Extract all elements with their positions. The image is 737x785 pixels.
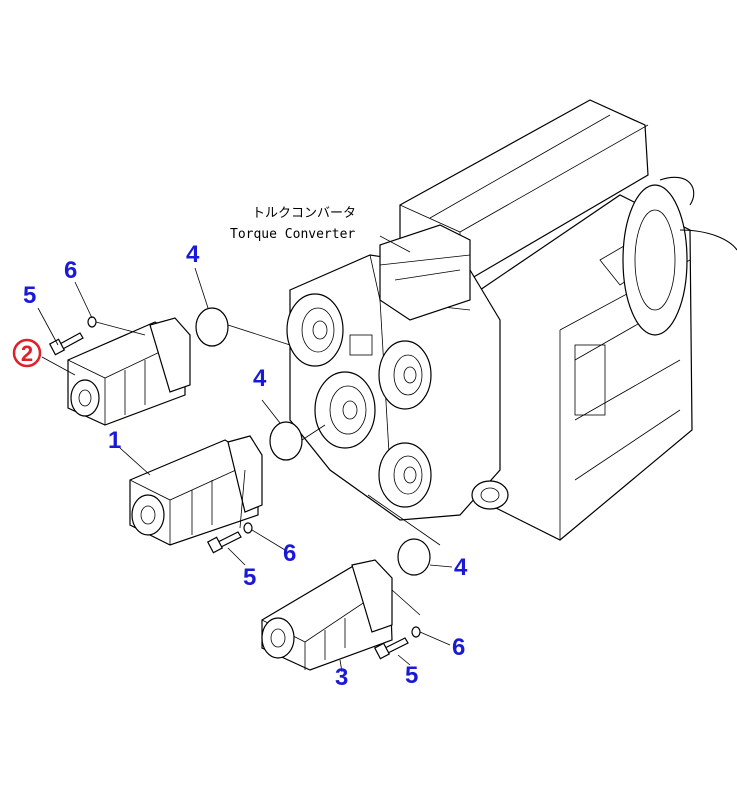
washer-6-bot — [411, 626, 421, 638]
callout-5-mid: 5 — [243, 564, 256, 591]
pump-mount-middle — [314, 371, 376, 449]
bolt-5-bot — [373, 637, 409, 660]
callout-4-lower: 4 — [454, 554, 468, 581]
callout-4-upper: 4 — [186, 241, 200, 268]
pump-mount-upper — [286, 293, 344, 367]
callout-4-middle: 4 — [253, 365, 267, 392]
assembly-label-jp: トルクコンバータ — [252, 206, 356, 221]
callout-3: 3 — [335, 664, 348, 691]
callout-6-top: 6 — [64, 257, 77, 284]
pump-mount-right — [378, 340, 432, 410]
washer-6-top — [87, 316, 97, 328]
pump-1 — [129, 435, 263, 546]
callout-2: 2 — [21, 341, 33, 366]
callout-5-top: 5 — [23, 282, 36, 309]
callout-6-bot: 6 — [452, 634, 465, 661]
torque-converter-assembly — [286, 99, 737, 541]
washer-6-mid — [243, 522, 253, 534]
leader-lines — [37, 235, 453, 673]
gasket-4-lower — [397, 538, 431, 576]
pump-3 — [261, 559, 393, 671]
bolt-5-top — [48, 332, 84, 356]
pump-2 — [67, 317, 191, 426]
callout-2-highlight[interactable]: 2 — [12, 338, 42, 368]
gasket-4-middle — [269, 421, 303, 461]
callout-6-mid: 6 — [283, 540, 296, 567]
bolt-5-mid — [206, 531, 242, 554]
gasket-4-upper — [195, 307, 229, 347]
callout-5-bot: 5 — [405, 662, 418, 689]
assembly-label-en: Torque Converter — [230, 227, 355, 242]
pump-mount-lower — [378, 442, 432, 508]
callout-1: 1 — [108, 427, 121, 454]
